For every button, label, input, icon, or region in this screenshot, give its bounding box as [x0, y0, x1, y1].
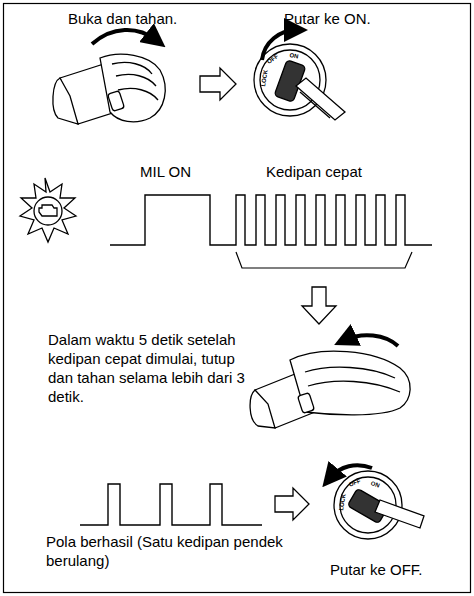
- instruction-text: Dalam waktu 5 detik setelah kedipan cepa…: [48, 330, 253, 406]
- switch-position: ON: [289, 52, 299, 60]
- instruction-text: Putar ke ON.: [284, 9, 371, 28]
- signal-name: MIL ON: [140, 162, 191, 181]
- instruction-text: Buka dan tahan.: [68, 9, 177, 28]
- result-text: Pola berhasil (Satu kedipan pendek berul…: [46, 532, 286, 570]
- signal-name: Kedipan cepat: [266, 162, 362, 181]
- instruction-text: Putar ke OFF.: [330, 560, 423, 579]
